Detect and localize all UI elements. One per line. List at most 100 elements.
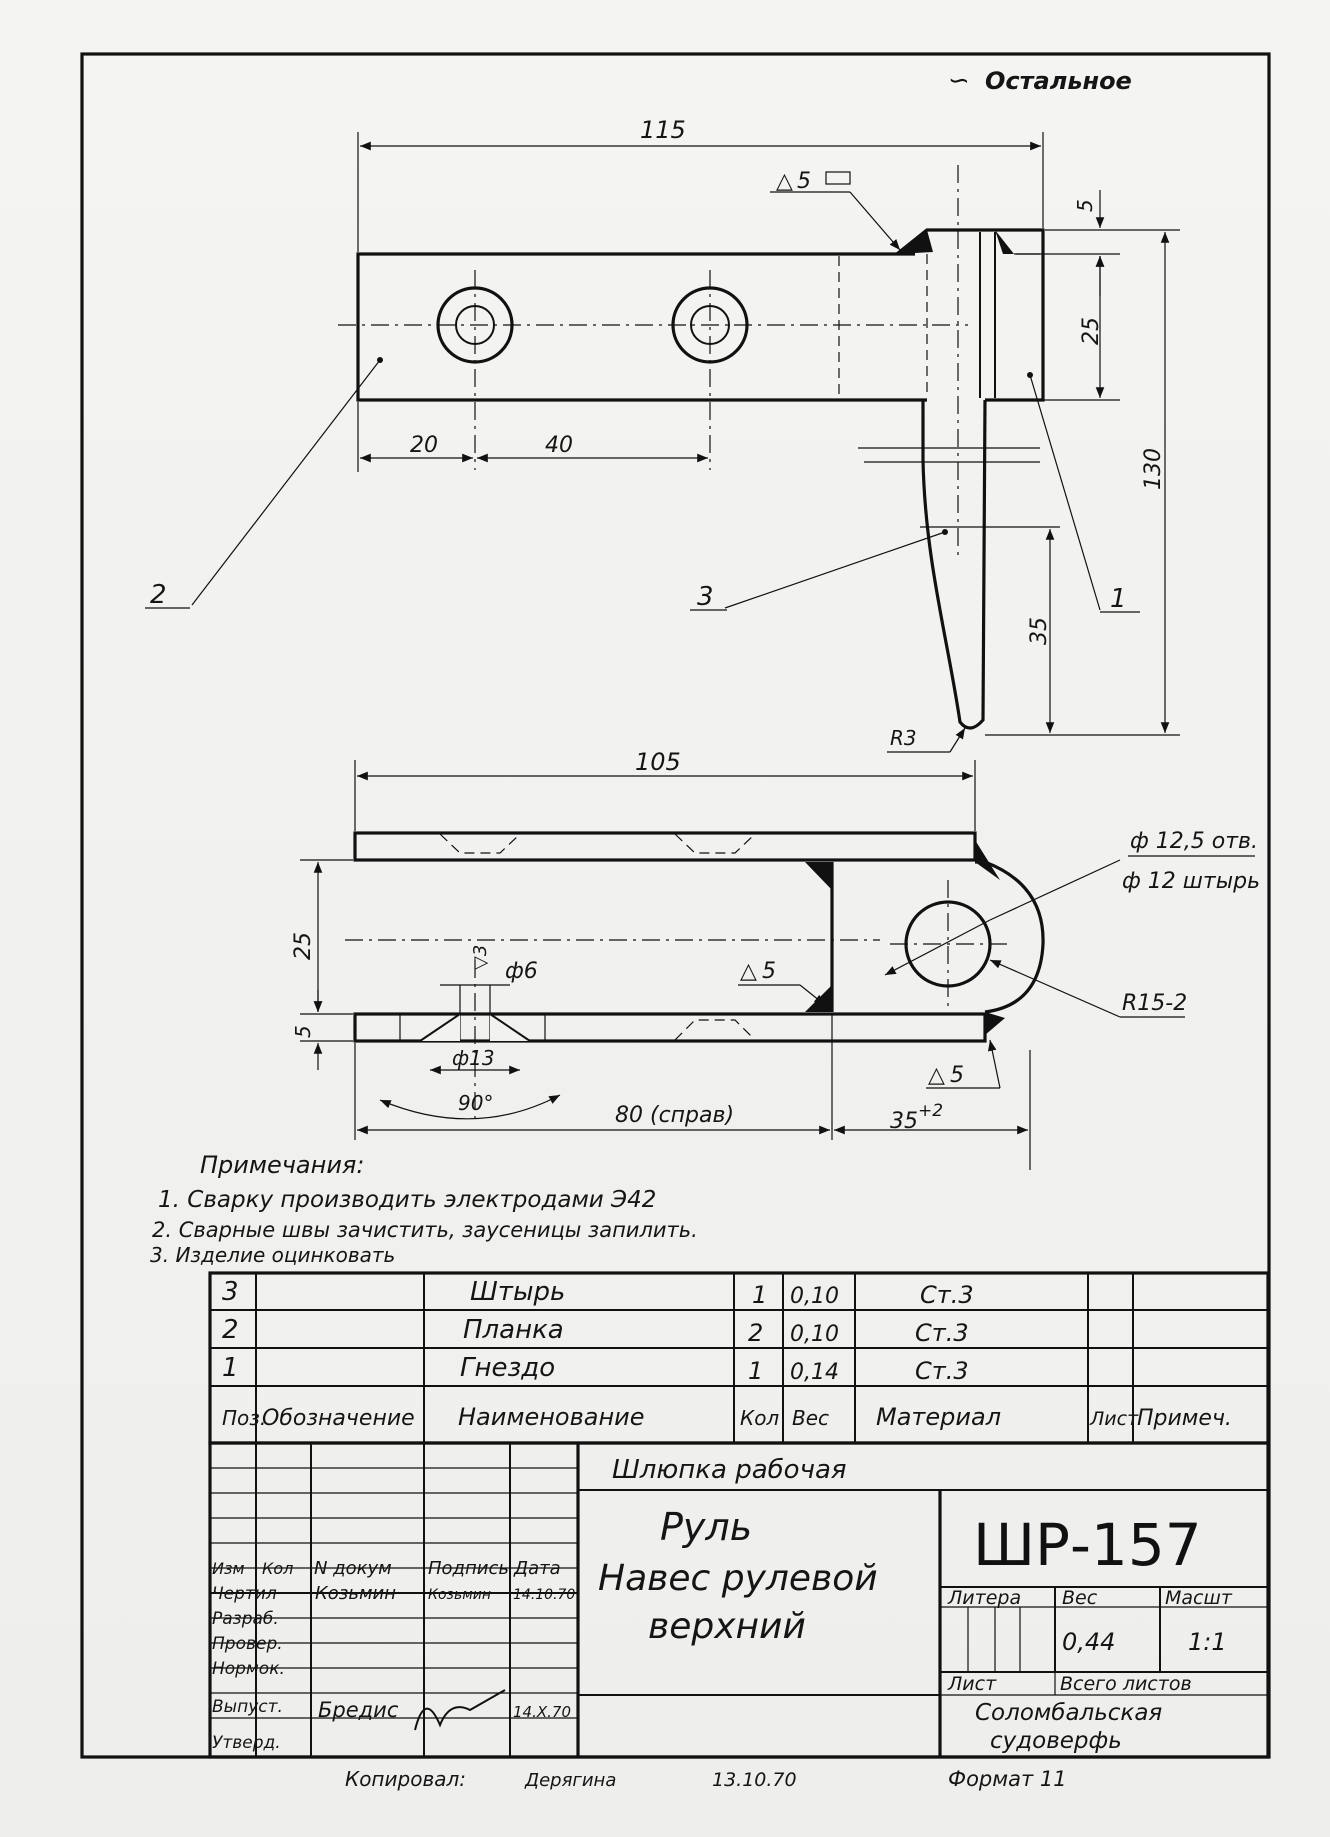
released-by: Бредис (318, 1698, 399, 1722)
hdr-sign: Подпись (428, 1558, 509, 1579)
svg-text:1: 1 (752, 1281, 767, 1309)
svg-text:0,14: 0,14 (790, 1360, 839, 1385)
svg-text:Ст.3: Ст.3 (915, 1357, 969, 1385)
dim-hole-offset: 20 (410, 433, 438, 458)
footer: Копировал: Дерягина 13.10.70 Формат 11 (345, 1767, 1067, 1791)
dim-thickness-5: 5 (291, 1025, 315, 1038)
drawing-code: ШР-157 (973, 1511, 1202, 1579)
weld-triangle-icon: △ (776, 169, 793, 194)
format-label: Формат 11 (948, 1767, 1067, 1791)
top-view: 115 20 40 5 25 130 35 △ 5 R3 2 (145, 116, 1180, 753)
total-weight: 0,44 (1062, 1628, 1115, 1656)
weight-label: Вес (1062, 1587, 1098, 1609)
svg-text:Ст.3: Ст.3 (920, 1281, 974, 1309)
radius-r3: R3 (890, 726, 917, 750)
dim-pin-35: 35 (1027, 617, 1052, 645)
svg-text:3: 3 (222, 1277, 239, 1307)
dim-hole-6: ф6 (505, 959, 538, 984)
released-signature (414, 1689, 506, 1731)
dim-overall-130: 130 (1141, 448, 1166, 490)
leader-item-1: 1 (1110, 584, 1127, 614)
bom-hdr-material: Материал (876, 1403, 1001, 1431)
role-checked: Провер. (212, 1634, 283, 1654)
note-3: 3. Изделие оцинковать (150, 1243, 395, 1267)
title-line-3: верхний (648, 1606, 806, 1647)
weld-triangle-icon: △ (928, 1063, 945, 1088)
radius-r15: R15-2 (1122, 991, 1187, 1016)
svg-text:Планка: Планка (463, 1315, 564, 1345)
note-1: 1. Сварку производить электродами Э42 (158, 1187, 656, 1213)
bom-hdr-designation: Обозначение (262, 1406, 415, 1431)
released-date: 14.X.70 (513, 1703, 571, 1721)
hdr-kol: Кол (262, 1559, 293, 1578)
svg-text:Гнездо: Гнездо (460, 1353, 555, 1383)
sheets-total-label: Всего листов (1060, 1673, 1192, 1695)
notes: Примечания: 1. Сварку производить электр… (150, 1151, 698, 1267)
litera-label: Литера (947, 1587, 1021, 1609)
drawn-date: 14.10.70 (513, 1587, 575, 1603)
svg-text:0,10: 0,10 (790, 1284, 839, 1309)
copied-label: Копировал: (345, 1767, 466, 1791)
side-view: 105 25 5 ▽3 ф6 ф13 90° 80 (справ) 35+2 ф… (291, 748, 1260, 1170)
dim-length-80: 80 (справ) (615, 1103, 734, 1128)
role-normcontrol: Нормок. (212, 1659, 285, 1679)
surface-finish-icon: ∽ (948, 66, 970, 96)
dim-weld-5: 5 (1073, 199, 1097, 212)
bom-hdr-name: Наименование (458, 1403, 645, 1431)
bom-hdr-pos: Поз. (222, 1406, 266, 1430)
weld-side-2: 5 (950, 1063, 964, 1088)
table-row: 1 Гнездо 1 0,14 Ст.3 (222, 1353, 969, 1385)
scale-value: 1:1 (1188, 1628, 1227, 1656)
svg-text:Ст.3: Ст.3 (915, 1319, 969, 1347)
weld-side-1: 5 (762, 959, 776, 984)
svg-text:0,10: 0,10 (790, 1322, 839, 1347)
hole-note-2: ф 12 штырь (1122, 869, 1260, 894)
surface-note: Остальное (985, 67, 1132, 95)
svg-text:Штырь: Штырь (470, 1277, 565, 1307)
table-row: 2 Планка 2 0,10 Ст.3 (222, 1315, 969, 1347)
title-block: Изм Кол N докум Подпись Дата Чертил Разр… (208, 1441, 1270, 1759)
svg-text:1: 1 (222, 1353, 239, 1383)
org-line-2: судоверфь (990, 1728, 1122, 1754)
role-drawn: Чертил (212, 1584, 277, 1604)
dim-height-25: 25 (291, 932, 316, 960)
dim-csk-13: ф13 (452, 1046, 495, 1070)
dim-flange-25: 25 (1079, 317, 1104, 345)
weld-triangle-icon: △ (740, 959, 757, 984)
title-line-2: Навес рулевой (598, 1558, 878, 1599)
title-line-1: Руль (660, 1505, 752, 1549)
sheet-label: Лист (947, 1673, 997, 1695)
dim-csk-depth: ▽3 (470, 945, 491, 970)
bom-table: Поз. Обозначение Наименование Кол Вес Ма… (208, 1271, 1270, 1445)
hdr-izm: Изм (212, 1559, 245, 1578)
dim-offset-35: 35+2 (890, 1101, 943, 1134)
org-line-1: Соломбальская (975, 1700, 1162, 1726)
dim-length-105: 105 (635, 748, 681, 776)
weld-symbol-top: 5 (797, 169, 811, 194)
bom-hdr-weight: Вес (792, 1406, 829, 1430)
role-released: Выпуст. (212, 1697, 283, 1717)
bom-hdr-remark: Примеч. (1137, 1406, 1232, 1431)
copied-by: Дерягина (524, 1770, 616, 1791)
hdr-date: Дата (513, 1558, 561, 1579)
dim-angle-90: 90° (458, 1091, 493, 1115)
drawn-by: Козьмин (315, 1583, 396, 1604)
copied-date: 13.10.70 (712, 1769, 797, 1791)
dim-length-115: 115 (640, 116, 686, 144)
drawn-sign: Козьмин (428, 1587, 491, 1603)
dim-hole-spacing: 40 (545, 433, 573, 458)
role-developed: Разраб. (212, 1609, 279, 1629)
svg-text:2: 2 (748, 1319, 763, 1347)
bom-hdr-sheet: Лист (1089, 1408, 1139, 1430)
svg-text:2: 2 (222, 1315, 239, 1345)
svg-text:1: 1 (748, 1357, 763, 1385)
hdr-ndoc: N докум (314, 1558, 392, 1579)
bom-hdr-qty: Кол (740, 1406, 779, 1430)
table-row: 3 Штырь 1 0,10 Ст.3 (222, 1277, 974, 1309)
leader-item-2: 2 (150, 580, 167, 610)
note-2: 2. Сварные швы зачистить, заусеницы запи… (152, 1218, 698, 1242)
leader-item-3: 3 (697, 582, 714, 612)
project-name: Шлюпка рабочая (612, 1455, 847, 1485)
